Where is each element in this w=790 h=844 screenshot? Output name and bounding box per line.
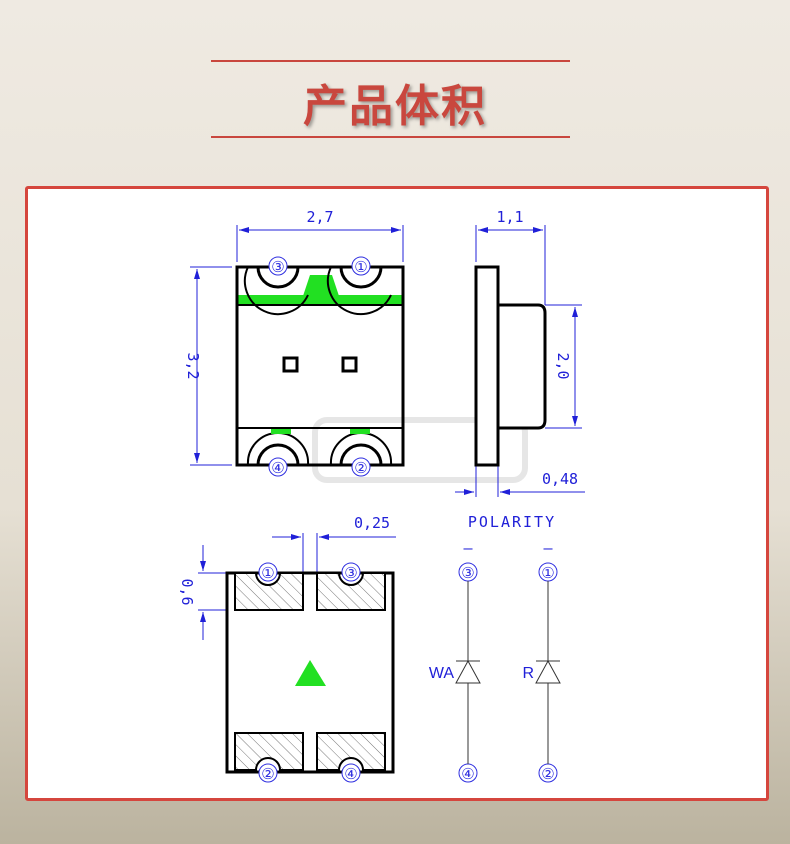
pin-label: ① <box>261 564 274 582</box>
dim-thickness: 1,1 <box>496 208 523 226</box>
diode-label-wa: WA <box>429 665 455 682</box>
dim-base: 0,48 <box>542 470 578 488</box>
pin-label: ③ <box>271 258 284 276</box>
pin-label: ④ <box>271 459 284 477</box>
top-view <box>235 265 405 467</box>
polarity-minus: – <box>463 539 473 557</box>
title-line-top <box>211 60 570 62</box>
polarity-triangle-icon <box>295 660 326 686</box>
pin-label: ④ <box>461 765 474 783</box>
pin-label: ① <box>541 564 554 582</box>
polarity-minus: – <box>543 539 553 557</box>
pin-label: ② <box>541 765 554 783</box>
dim-height: 3,2 <box>184 352 202 379</box>
title-line-bottom <box>211 136 570 138</box>
side-view <box>474 265 547 467</box>
dim-width: 2,7 <box>306 208 333 226</box>
pin-label: ③ <box>344 564 357 582</box>
pin-label: ③ <box>461 564 474 582</box>
dim-gap: 0,25 <box>354 514 390 532</box>
dim-pad: 0,6 <box>178 578 196 605</box>
diode-symbols <box>455 581 561 764</box>
pin-label: ④ <box>344 765 357 783</box>
pin-label: ② <box>354 459 367 477</box>
polarity-title: POLARITY <box>468 513 556 531</box>
diagram-panel <box>25 186 769 801</box>
pin-label: ② <box>261 765 274 783</box>
dim-lens-height: 2,0 <box>554 352 572 379</box>
dimension-lines <box>190 225 585 640</box>
diode-label-r: R <box>522 665 534 682</box>
pin-label: ① <box>354 258 367 276</box>
bottom-view <box>225 571 395 774</box>
page-title: 产品体积 <box>303 81 487 132</box>
